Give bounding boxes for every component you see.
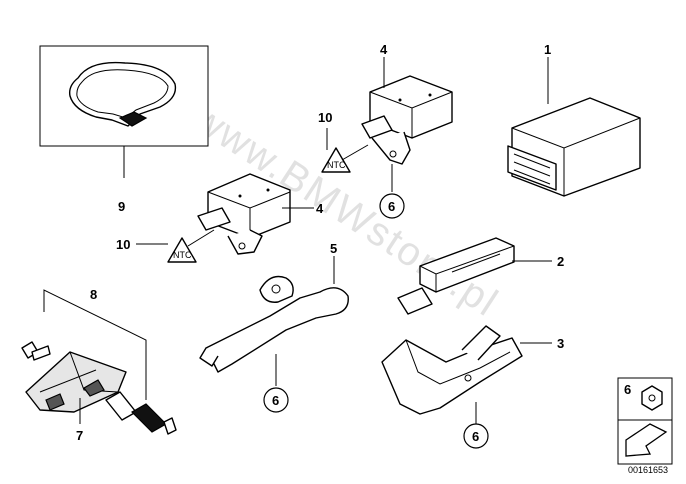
part-2-antenna[interactable] — [397, 237, 515, 315]
part-9-tire-ring[interactable] — [39, 45, 209, 147]
warning-label-lower-text: NTC — [173, 250, 192, 260]
callout-1: 1 — [544, 42, 551, 57]
leader-10-lower-to-part — [187, 229, 215, 247]
callout-3: 3 — [557, 336, 564, 351]
part-1-control-unit[interactable] — [507, 97, 641, 197]
part-7-sensor[interactable] — [25, 351, 127, 413]
legend-callout-6: 6 — [624, 382, 631, 397]
callout-7: 7 — [76, 428, 83, 443]
callout-4-upper: 4 — [380, 42, 388, 57]
part-4-upper-module[interactable] — [361, 75, 453, 165]
diagram-code: 00161653 — [628, 465, 668, 475]
callout-6-top: 6 — [379, 193, 405, 219]
callout-9: 9 — [118, 199, 125, 214]
callout-10-upper: 10 — [318, 110, 332, 125]
legend-box: 6 — [617, 377, 673, 465]
callout-4-lower: 4 — [316, 201, 324, 216]
warning-label-upper-text: NTC — [327, 160, 346, 170]
part-3-holder[interactable] — [381, 325, 523, 415]
svg-text:6: 6 — [472, 429, 479, 444]
part-4-lower-module[interactable] — [197, 173, 291, 255]
leader-8 — [43, 289, 147, 400]
arrow-icon — [625, 423, 668, 457]
warning-label-upper[interactable]: NTC — [321, 147, 351, 173]
part-8-valve[interactable] — [105, 391, 177, 435]
part-8-screw[interactable] — [21, 341, 51, 361]
callout-8: 8 — [90, 287, 97, 302]
svg-text:6: 6 — [272, 393, 279, 408]
callout-6-bracket: 6 — [263, 387, 289, 413]
callout-5: 5 — [330, 241, 337, 256]
svg-text:6: 6 — [388, 199, 395, 214]
warning-label-lower[interactable]: NTC — [167, 237, 197, 263]
callout-6-holder: 6 — [463, 423, 489, 449]
callout-2: 2 — [557, 254, 564, 269]
leader-10-upper-to-part — [341, 144, 369, 161]
part-5-arm-bracket[interactable] — [199, 275, 349, 373]
callout-10-lower: 10 — [116, 237, 130, 252]
